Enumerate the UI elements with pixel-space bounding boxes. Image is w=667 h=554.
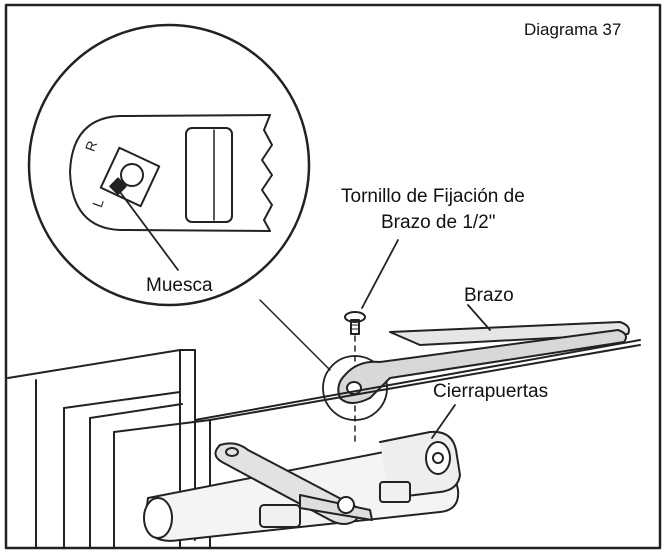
arm-label: Brazo	[464, 285, 514, 306]
screw-leader-line	[361, 239, 399, 309]
closer-label: Cierrapuertas	[433, 381, 549, 402]
screw-label-line1: Tornillo de Fijación de	[341, 186, 525, 207]
screw-label-line2: Brazo de 1/2"	[381, 212, 496, 233]
notch-label: Muesca	[146, 275, 213, 296]
door-closer	[143, 430, 461, 542]
diagram-title: Diagrama 37	[524, 20, 622, 39]
closer-leader-line	[431, 404, 456, 439]
detail-magnifier	[27, 23, 311, 307]
diagram-frame	[4, 3, 662, 550]
detail-leader-line	[259, 299, 331, 371]
arm-leader-line	[467, 304, 491, 331]
